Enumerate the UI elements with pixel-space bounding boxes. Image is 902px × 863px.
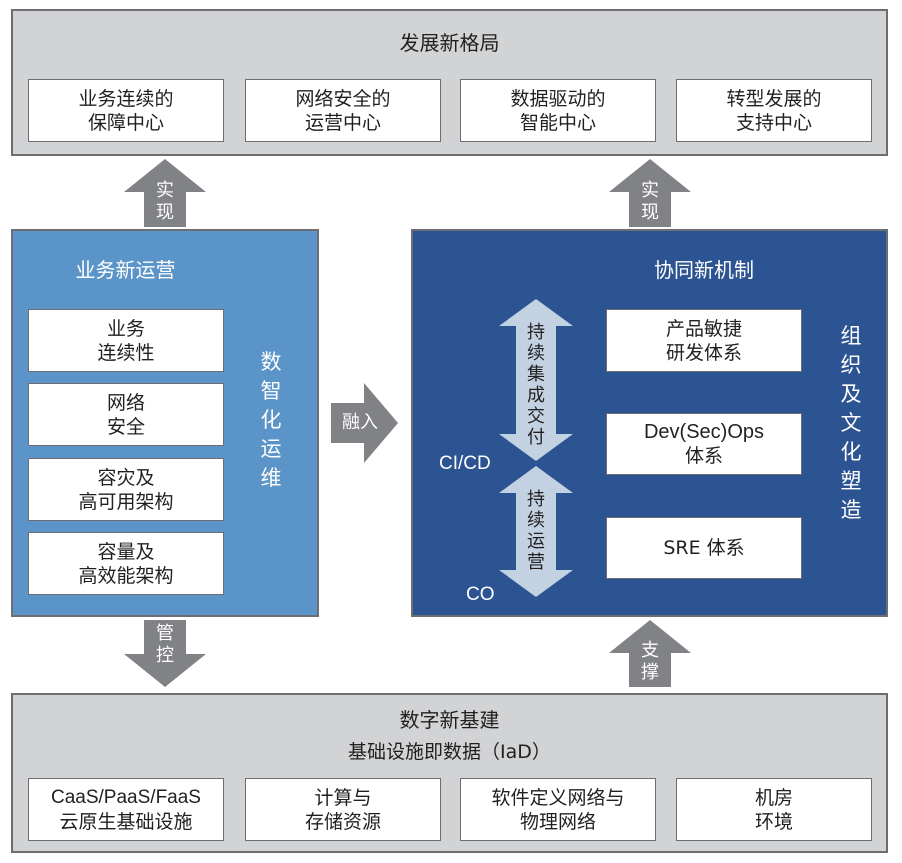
box-line: Dev(Sec)Ops: [643, 421, 765, 443]
box-line: 计算与: [314, 786, 372, 809]
left-vertical-label: 数智化运维: [260, 350, 282, 490]
box-line: 网络: [106, 391, 145, 414]
bottom-box-cloud-native: CaaS/PaaS/FaaS 云原生基础设施: [28, 778, 224, 841]
left-box-capacity: 容量及 高效能架构: [28, 532, 224, 595]
right-box-sre: SRE 体系: [606, 517, 802, 579]
box-line: 体系: [684, 445, 723, 467]
top-box-business-continuity: 业务连续的 保障中心: [28, 79, 224, 142]
arrow-char: 管: [156, 623, 174, 644]
box-line: 运营中心: [304, 111, 381, 134]
arrow-char: 实: [156, 180, 174, 201]
left-panel-title: 业务新运营: [75, 258, 176, 282]
right-panel-title: 协同新机制: [654, 258, 754, 282]
arrow-down-control-icon: [124, 620, 206, 687]
bottom-panel-title: 数字新基建: [399, 708, 500, 732]
arrow-char: 实: [641, 180, 659, 201]
box-line: 存储资源: [304, 810, 381, 833]
bottom-panel-subtitle: 基础设施即数据（IaD）: [348, 741, 551, 763]
arrow-up-support-icon: [609, 620, 691, 687]
box-line: 安全: [106, 415, 145, 438]
box-line: 软件定义网络与: [491, 786, 625, 809]
box-line: 网络安全的: [295, 87, 391, 110]
box-line: 高可用架构: [78, 490, 174, 513]
realize-left-label: 实 现: [144, 180, 186, 224]
support-label: 支 撑: [629, 640, 671, 684]
box-line: 物理网络: [519, 810, 596, 833]
box-line: 智能中心: [519, 111, 596, 134]
box-line: 产品敏捷: [665, 317, 742, 340]
co-tag: CO: [466, 584, 495, 605]
box-line: 转型发展的: [726, 87, 822, 110]
box-line: 高效能架构: [78, 564, 174, 587]
arrow-char: 支: [641, 640, 659, 661]
arrow-char: 撑: [641, 662, 659, 683]
box-line: 业务连续的: [78, 87, 174, 110]
bottom-box-network: 软件定义网络与 物理网络: [460, 778, 656, 841]
top-panel-title: 发展新格局: [399, 31, 500, 55]
box-line: 业务: [106, 317, 145, 340]
bottom-box-datacenter: 机房 环境: [676, 778, 872, 841]
box-line: 数据驱动的: [510, 87, 606, 110]
double-arrow-cicd-icon: [499, 299, 573, 461]
box-line: CaaS/PaaS/FaaS: [51, 786, 201, 808]
bottom-box-compute-storage: 计算与 存储资源: [245, 778, 441, 841]
right-box-agile-development: 产品敏捷 研发体系: [606, 309, 802, 372]
right-vertical-label: 组织及文化塑造: [840, 324, 862, 522]
top-box-network-security: 网络安全的 运营中心: [245, 79, 441, 142]
co-arrow-label: 持续运营: [527, 489, 545, 573]
box-line: 环境: [754, 810, 793, 833]
top-box-data-driven: 数据驱动的 智能中心: [460, 79, 656, 142]
left-box-business-continuity: 业务 连续性: [28, 309, 224, 372]
merge-label: 融入: [342, 412, 378, 433]
cicd-tag: CI/CD: [439, 453, 491, 474]
box-line: 容灾及: [97, 466, 155, 489]
box-line: 研发体系: [665, 341, 742, 364]
left-box-network-security: 网络 安全: [28, 383, 224, 446]
box-line: 保障中心: [87, 111, 164, 134]
box-line: 云原生基础设施: [59, 810, 193, 833]
top-box-transformation-support: 转型发展的 支持中心: [676, 79, 872, 142]
box-line: 容量及: [97, 540, 155, 563]
realize-right-label: 实 现: [629, 180, 671, 224]
arrow-char: 现: [156, 202, 174, 223]
box-line: 支持中心: [735, 111, 812, 134]
control-label: 管 控: [144, 623, 186, 667]
right-box-devsecops: Dev(Sec)Ops 体系: [606, 413, 802, 475]
arrow-right-merge-icon: [331, 383, 398, 463]
arrow-char: 控: [156, 645, 174, 666]
box-line: 机房: [754, 786, 793, 809]
arrow-up-realize-right-icon: [609, 159, 691, 227]
cicd-arrow-label: 持续集成交付: [527, 322, 545, 448]
double-arrow-co-icon: [499, 466, 573, 597]
box-line: 连续性: [97, 341, 155, 364]
box-line: SRE 体系: [663, 537, 745, 559]
arrow-up-realize-left-icon: [124, 159, 206, 227]
arrow-char: 现: [641, 202, 659, 223]
left-box-disaster-recovery: 容灾及 高可用架构: [28, 458, 224, 521]
